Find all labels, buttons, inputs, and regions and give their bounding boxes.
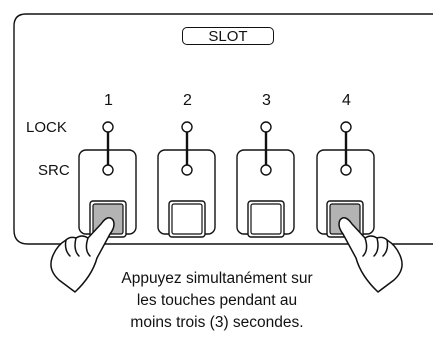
panel-outline	[13, 13, 433, 245]
slot-title-box: SLOT	[182, 27, 274, 45]
slot-2	[157, 121, 216, 238]
src-indicator-1	[102, 164, 114, 176]
src-row-label: SRC	[38, 162, 70, 179]
slot-title: SLOT	[208, 27, 248, 45]
instruction-caption: Appuyez simultanément sur les touches pe…	[100, 268, 334, 334]
slot-number-3: 3	[262, 92, 271, 109]
lock-row-label: LOCK	[26, 119, 67, 136]
slot-button-2-face	[171, 203, 203, 235]
pointing-hand-icon	[50, 217, 115, 293]
slot-number-2: 2	[183, 92, 192, 109]
pointing-hand-icon	[338, 217, 403, 293]
src-indicator-4	[340, 164, 352, 176]
caption-line-3: moins trois (3) secondes.	[130, 314, 304, 331]
src-indicator-3	[260, 164, 272, 176]
src-indicator-2	[181, 164, 193, 176]
slot-button-3-face	[250, 203, 282, 235]
slot-number-4: 4	[342, 92, 351, 109]
slot-3	[236, 121, 295, 238]
lock-indicator-1	[102, 121, 114, 133]
caption-line-2: les touches pendant au	[136, 292, 298, 309]
caption-line-1: Appuyez simultanément sur	[121, 270, 313, 287]
lock-indicator-3	[260, 121, 272, 133]
lock-indicator-4	[340, 121, 352, 133]
slot-number-1: 1	[104, 92, 113, 109]
lock-indicator-2	[181, 121, 193, 133]
